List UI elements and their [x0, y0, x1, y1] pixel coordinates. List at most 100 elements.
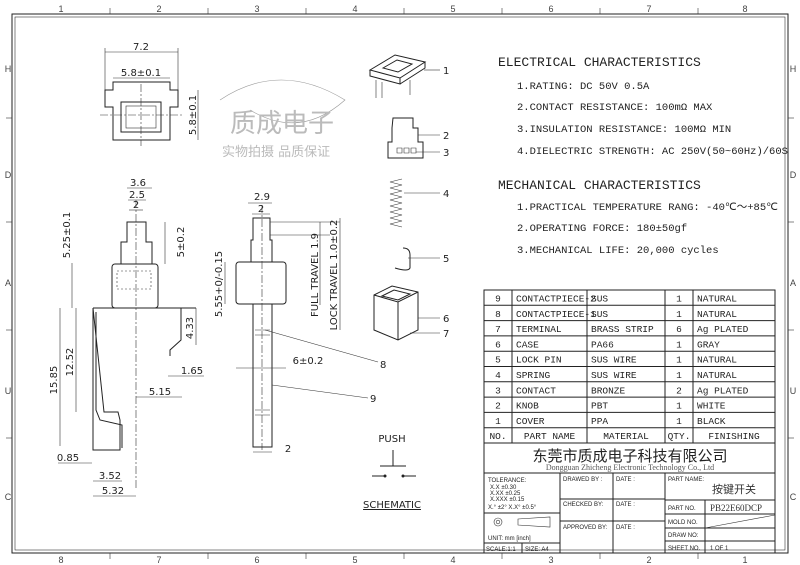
grid-row-label: H [5, 64, 12, 74]
svg-text:2: 2 [258, 204, 264, 215]
bom-row-cell: 3 [495, 385, 501, 396]
bom-row-cell: 4 [495, 370, 501, 381]
svg-text:2.9: 2.9 [254, 192, 270, 203]
watermark: 质成电子 实物拍摄 品质保证 [219, 79, 346, 160]
bom-row-cell: 5 [495, 355, 501, 366]
grid-col-label: 7 [156, 555, 161, 565]
grid-col-label: 8 [58, 555, 63, 565]
bom-row-cell: 6 [495, 339, 501, 350]
callout-7: 7 [443, 329, 449, 340]
svg-text:5.32: 5.32 [102, 486, 124, 497]
mechanical-characteristics: MECHANICAL CHARACTERISTICS 1.PRACTICAL T… [498, 178, 778, 257]
bom-row-cell: CASE [516, 339, 539, 350]
grid-row-label: C [5, 492, 12, 502]
svg-text:APPROVED BY:: APPROVED BY: [563, 525, 608, 531]
svg-text:1.PRACTICAL TEMPERATURE RANG:: 1.PRACTICAL TEMPERATURE RANG: -40℃～+85℃ [517, 202, 778, 214]
grid-col-label: 4 [450, 555, 455, 565]
grid-row-label: H [790, 64, 797, 74]
svg-text:1.RATING: DC 50V 0.5A: 1.RATING: DC 50V 0.5A [517, 81, 650, 93]
svg-text:6±0.2: 6±0.2 [293, 356, 324, 367]
grid-col-label: 6 [254, 555, 259, 565]
callout-5: 5 [443, 254, 449, 265]
grid-col-label: 5 [352, 555, 357, 565]
bom-row-cell: GRAY [697, 339, 720, 350]
svg-text:2: 2 [133, 200, 139, 211]
grid-row-label: C [790, 492, 797, 502]
side-view: 2.9 2 5.55+0/-0.15 6±0.2 2 FULL TRAVEL 1… [214, 192, 379, 455]
svg-text:SIZE: A4: SIZE: A4 [525, 547, 549, 553]
callout-4: 4 [443, 189, 449, 200]
company-name-en: Dongguan Zhicheng Electronic Technology … [546, 463, 714, 472]
grid-col-label: 1 [58, 4, 63, 14]
bom-row-cell: 8 [495, 309, 501, 320]
grid-row-label: A [790, 278, 796, 288]
grid-row-label: D [5, 170, 12, 180]
bom-row-cell: NATURAL [697, 294, 737, 305]
top-view: 7.2 5.8±0.1 5.8±0.1 [100, 42, 199, 146]
bom-row-cell: 1 [676, 370, 682, 381]
title-block: 东莞市质成电子科技有限公司 Dongguan Zhicheng Electron… [483, 442, 776, 554]
svg-text:ELECTRICAL CHARACTERISTICS: ELECTRICAL CHARACTERISTICS [498, 55, 701, 70]
svg-text:CHECKED BY:: CHECKED BY: [563, 502, 604, 508]
bom-row-cell: 2 [495, 401, 501, 412]
bom-row-cell: NATURAL [697, 309, 737, 320]
svg-text:X.XX ±0.25: X.XX ±0.25 [490, 491, 521, 497]
svg-text:DATE :: DATE : [616, 525, 635, 531]
bom-header-cell: NO. [489, 431, 506, 442]
grid-col-label: 1 [742, 555, 747, 565]
svg-text:实物拍摄 品质保证: 实物拍摄 品质保证 [222, 145, 330, 160]
bom-row-cell: SUS WIRE [591, 355, 637, 366]
grid-col-label: 4 [352, 4, 357, 14]
bom-row-cell: 9 [495, 294, 501, 305]
bom-row-cell: CONTACTPIECE-2 [516, 294, 596, 305]
bom-row-cell: KNOB [516, 401, 539, 412]
bom-row-cell: CONTACTPIECE-1 [516, 309, 596, 320]
bom-row-cell: SUS [591, 309, 608, 320]
bom-row-cell: Ag PLATED [697, 324, 749, 335]
bom-row-cell: WHITE [697, 401, 726, 412]
grid-col-label: 5 [450, 4, 455, 14]
bom-row-cell: LOCK PIN [516, 355, 562, 366]
bom-row-cell: Ag PLATED [697, 385, 749, 396]
svg-text:3.MECHANICAL LIFE: 20,000 cycl: 3.MECHANICAL LIFE: 20,000 cycles [517, 245, 719, 257]
bom-row-cell: PA66 [591, 339, 614, 350]
svg-text:5.8±0.1: 5.8±0.1 [188, 95, 199, 135]
drawing-frame: 1 2 3 4 5 6 7 8 8 7 6 5 4 3 2 1 H D A U … [5, 4, 797, 565]
bom-row-cell: 1 [676, 401, 682, 412]
svg-text:质成电子: 质成电子 [230, 109, 334, 139]
grid-row-label: A [5, 278, 11, 288]
svg-text:PUSH: PUSH [378, 434, 405, 445]
svg-text:5.15: 5.15 [149, 387, 171, 398]
svg-text:5.8±0.1: 5.8±0.1 [121, 68, 161, 79]
svg-text:1.65: 1.65 [181, 366, 203, 377]
part-number: PB22E60DCP [710, 503, 762, 513]
bom-header-cell: MATERIAL [603, 431, 649, 442]
svg-text:12.52: 12.52 [65, 348, 76, 377]
projection-symbol-icon [493, 516, 551, 528]
grid-col-label: 7 [646, 4, 651, 14]
bom-row-cell: 7 [495, 324, 501, 335]
schematic: PUSH SCHEMATIC [363, 434, 421, 511]
sheet-number: 1 OF 1 [710, 546, 729, 552]
svg-text:3.6: 3.6 [130, 178, 146, 189]
bom-row-cell: 1 [676, 416, 682, 427]
grid-col-label: 6 [548, 4, 553, 14]
bom-row-cell: SUS WIRE [591, 370, 637, 381]
grid-col-label: 2 [156, 4, 161, 14]
svg-text:DRAW NO:: DRAW NO: [668, 533, 699, 539]
svg-text:3.INSULATION RESISTANCE: 100MΩ: 3.INSULATION RESISTANCE: 100MΩ MIN [517, 124, 731, 136]
bom-row-cell: NATURAL [697, 355, 737, 366]
bom-row-cell: BRASS STRIP [591, 324, 654, 335]
svg-text:LOCK TRAVEL 1.0±0.2: LOCK TRAVEL 1.0±0.2 [329, 220, 340, 331]
bom-header-cell: QTY. [668, 431, 691, 442]
bom-row-cell: 6 [676, 324, 682, 335]
svg-text:2: 2 [285, 444, 291, 455]
svg-text:X.° ±2° X.X° ±0.5°: X.° ±2° X.X° ±0.5° [488, 505, 537, 511]
callout-2: 2 [443, 131, 449, 142]
svg-text:4.DIELECTRIC STRENGTH: AC 250V: 4.DIELECTRIC STRENGTH: AC 250V(50~60Hz)/… [517, 146, 788, 158]
bom-row-cell: SUS [591, 294, 608, 305]
part-name: 按键开关 [712, 482, 756, 496]
bom-row-cell: SPRING [516, 370, 551, 381]
grid-col-label: 2 [646, 555, 651, 565]
